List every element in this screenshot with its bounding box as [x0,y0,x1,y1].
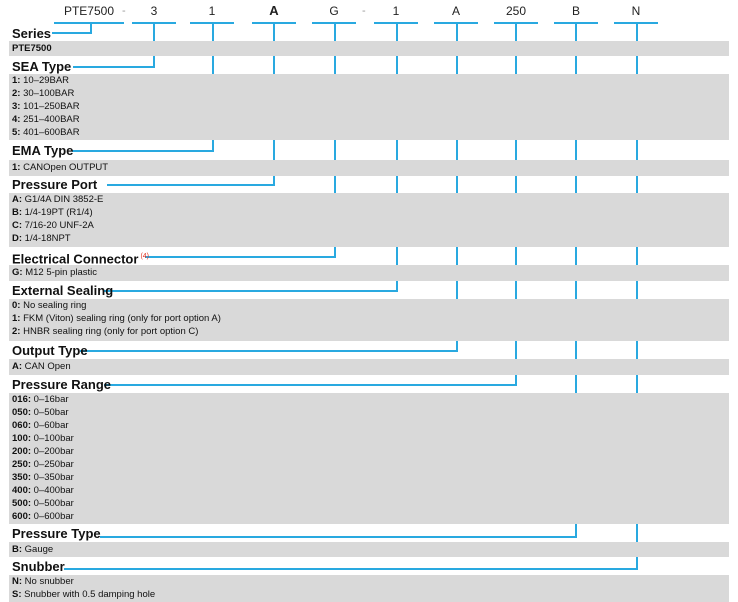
leader-line [104,290,398,292]
code-separator: - [362,5,366,17]
code-segment-pressure-port: A [269,3,279,18]
option-row: 4: 251–400BAR [12,114,80,125]
leader-line [396,22,398,292]
option-row: 016: 0–16bar [12,394,69,405]
section-title-sea-type: SEA Type [12,59,72,74]
section-title-electrical-connector: Electrical Connector(4) [12,251,149,267]
leader-line [52,32,92,34]
options-pressure-port: A: G1/4A DIN 3852-E B: 1/4-19PT (R1/4) C… [9,193,729,247]
option-row: 1: FKM (Viton) sealing ring (only for po… [12,313,221,324]
options-output-type: A: CAN Open [9,359,729,375]
leader-line [104,384,517,386]
leader-line [456,22,458,352]
leader-line [100,536,577,538]
leader-line [636,22,638,570]
section-title-snubber: Snubber [12,559,65,574]
code-segment-output-type: A [451,4,460,18]
section-title-pressure-port: Pressure Port [12,177,98,192]
options-pressure-type: B: Gauge [9,542,729,557]
code-segment-ema-type: 1 [208,4,216,18]
section-title-pressure-type: Pressure Type [12,526,101,541]
options-series: PTE7500 [9,41,729,56]
section-title-series: Series [12,26,52,41]
option-row: A: CAN Open [12,361,71,372]
option-row: C: 7/16-20 UNF-2A [12,220,94,231]
option-row: 060: 0–60bar [12,420,69,431]
code-segment-electrical-connector: G [329,4,339,18]
option-row: 3: 101–250BAR [12,101,80,112]
leader-line [107,184,275,186]
code-segment-sea-type: 3 [150,4,158,18]
option-row: 100: 0–100bar [12,433,74,444]
option-row: 250: 0–250bar [12,459,74,470]
option-row: 1: CANOpen OUTPUT [12,162,109,173]
option-row: 0: No sealing ring [12,300,87,311]
option-row: 200: 0–200bar [12,446,74,457]
leader-line [80,350,458,352]
option-row: 400: 0–400bar [12,485,74,496]
code-underline [54,22,124,24]
options-sea-type: 1: 10–29BAR 2: 30–100BAR 3: 101–250BAR 4… [9,74,729,140]
section-title-pressure-range: Pressure Range [12,377,111,392]
option-row: S: Snubber with 0.5 damping hole [12,589,156,600]
footnote-marker: (4) [140,253,149,260]
options-external-sealing: 0: No sealing ring 1: FKM (Viton) sealin… [9,299,729,341]
code-segment-series: PTE7500 [63,4,115,18]
option-row: 500: 0–500bar [12,498,74,509]
option-row: 1: 10–29BAR [12,75,70,86]
leader-line [73,66,155,68]
section-title-external-sealing: External Sealing [12,283,114,298]
option-row: B: Gauge [12,544,54,555]
options-ema-type: 1: CANOpen OUTPUT [9,160,729,176]
leader-line [64,568,638,570]
leader-line [334,22,336,258]
option-row: 5: 401–600BAR [12,127,80,138]
option-row: 350: 0–350bar [12,472,74,483]
option-row: B: 1/4-19PT (R1/4) [12,207,93,218]
option-row: 2: 30–100BAR [12,88,75,99]
option-row: 2: HNBR sealing ring (only for port opti… [12,326,199,337]
options-electrical-connector: G: M12 5-pin plastic [9,265,729,281]
options-snubber: N: No snubber S: Snubber with 0.5 dampin… [9,575,729,602]
code-segment-pressure-type: B [571,4,580,18]
section-title-ema-type: EMA Type [12,143,74,158]
code-segment-external-sealing: 1 [392,4,400,18]
option-row: N: No snubber [12,576,74,587]
option-row: G: M12 5-pin plastic [12,267,98,278]
option-row: D: 1/4-18NPT [12,233,71,244]
leader-line [145,256,336,258]
option-row: 600: 0–600bar [12,511,74,522]
option-row: A: G1/4A DIN 3852-E [12,194,104,205]
option-row: 050: 0–50bar [12,407,69,418]
option-row: PTE7500 [12,43,52,54]
code-segment-pressure-range: 250 [505,4,527,18]
section-title-output-type: Output Type [12,343,88,358]
options-pressure-range: 016: 0–16bar 050: 0–50bar 060: 0–60bar 1… [9,393,729,524]
code-separator: - [122,5,126,17]
leader-line [72,150,214,152]
code-segment-snubber: N [631,4,641,18]
leader-line [90,22,92,34]
